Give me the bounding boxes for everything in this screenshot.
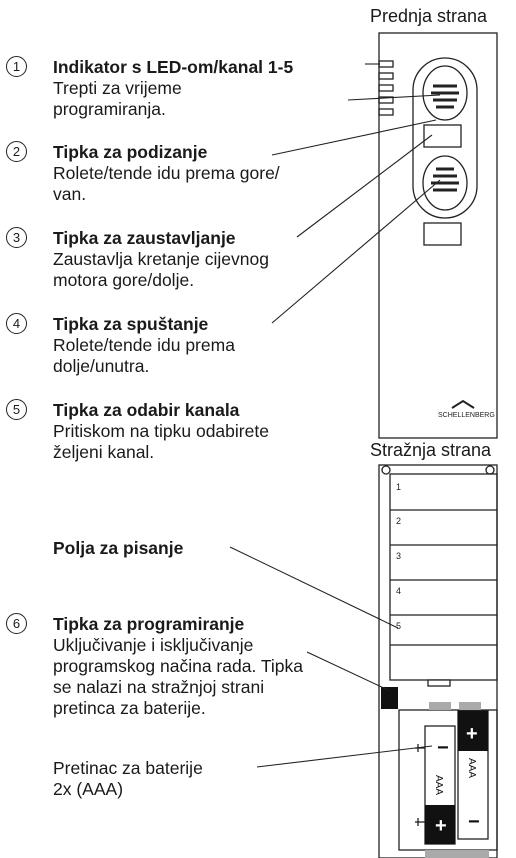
down-button[interactable] xyxy=(422,155,468,211)
callout-number-3: 3 xyxy=(6,227,27,248)
item-description: Rolete/tende idu prema gore/ van. xyxy=(53,163,280,204)
program-button[interactable] xyxy=(381,687,398,709)
battery-left-plus: + xyxy=(435,815,447,837)
up-button[interactable] xyxy=(422,65,468,121)
item-description: Rolete/tende idu prema dolje/unutra. xyxy=(53,335,235,376)
battery-right-minus: − xyxy=(468,811,480,833)
button-capsule xyxy=(412,57,478,219)
battery-left-type: AAA xyxy=(433,775,444,795)
item-heading: Indikator s LED-om/kanal 1-5 xyxy=(53,57,294,77)
front-remote xyxy=(378,32,498,439)
field-number: 3 xyxy=(396,551,401,561)
back-side-title: Stražnja strana xyxy=(370,440,492,460)
stop-button[interactable] xyxy=(423,124,462,148)
item-heading: Tipka za podizanje xyxy=(53,142,208,162)
battery-left-minus: − xyxy=(437,737,449,759)
callout-number-2: 2 xyxy=(6,141,27,162)
battery-contact xyxy=(425,850,489,858)
item-description: Zaustavlja kretanje cijevnog motora gore… xyxy=(53,249,269,290)
callout-number-1: 1 xyxy=(6,56,27,77)
battery-contact xyxy=(429,702,451,710)
item-description: Uključivanje i isključivanje programskog… xyxy=(53,635,303,718)
battery-count-label: 2x (AAA) xyxy=(53,779,124,799)
item-heading: Tipka za programiranje xyxy=(53,614,245,634)
battery-contact xyxy=(459,702,481,710)
field-number: 1 xyxy=(396,482,401,492)
item-description: Trepti za vrijeme programiranja. xyxy=(53,78,182,119)
front-side-title: Prednja strana xyxy=(370,6,488,26)
item-description: Pritiskom na tipku odabirete željeni kan… xyxy=(53,421,269,462)
back-remote xyxy=(378,464,498,858)
callout-number-5: 5 xyxy=(6,399,27,420)
front-remote-body xyxy=(378,32,498,439)
battery-right-plus: + xyxy=(466,723,478,745)
led-indicator-bars xyxy=(378,60,394,116)
writing-fields-label: Polja za pisanje xyxy=(53,538,184,558)
back-leader-lines xyxy=(229,546,433,768)
item-heading: Tipka za spuštanje xyxy=(53,314,209,334)
item-heading: Tipka za zaustavljanje xyxy=(53,228,236,248)
callout-number-6: 6 xyxy=(6,613,27,634)
brand-name: SCHELLENBERG xyxy=(438,412,495,419)
channel-select-button[interactable] xyxy=(423,222,462,246)
writing-fields-panel xyxy=(389,473,498,681)
field-number: 4 xyxy=(396,586,401,596)
callout-number-4: 4 xyxy=(6,313,27,334)
front-leader-lines xyxy=(271,63,441,324)
battery-compartment-label: Pretinac za baterije xyxy=(53,758,203,778)
brand-logo-icon xyxy=(451,399,475,409)
item-heading: Tipka za odabir kanala xyxy=(53,400,240,420)
field-number: 5 xyxy=(396,621,401,631)
field-number: 2 xyxy=(396,516,401,526)
battery-right-type: AAA xyxy=(466,758,477,778)
